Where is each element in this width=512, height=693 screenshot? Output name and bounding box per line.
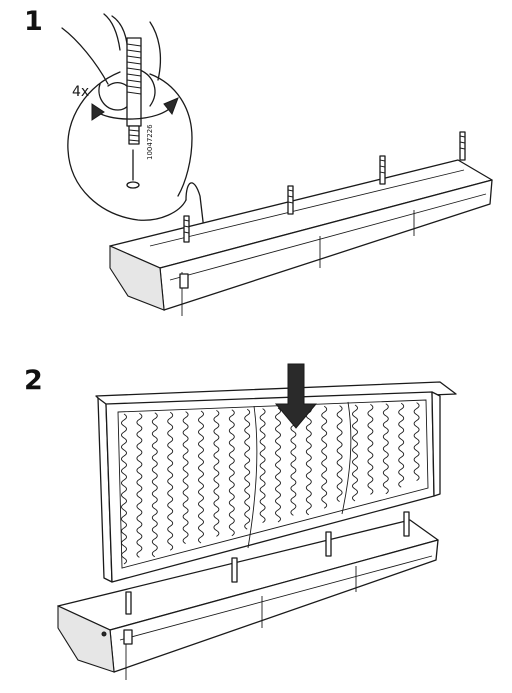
seat-springs	[121, 402, 420, 565]
spring-coil	[275, 407, 281, 523]
spring-coil	[198, 410, 204, 544]
spring-coil	[305, 406, 312, 516]
step-2-illustration	[57, 363, 457, 680]
spring-coil	[136, 413, 143, 558]
spring-coil	[336, 405, 343, 502]
spring-coil	[182, 411, 189, 544]
spring-coil	[167, 411, 174, 551]
sofa-base-frame	[109, 159, 493, 316]
quantity-label: 4x	[72, 84, 89, 100]
sofa-base-frame-2	[57, 519, 439, 680]
spring-coil	[213, 410, 220, 537]
part-number-label: 10047226	[146, 124, 154, 160]
spring-coil	[228, 409, 235, 537]
detail-callout	[67, 71, 205, 231]
step-1-illustration: 4x 10047226	[61, 13, 493, 316]
threaded-bolt	[126, 37, 142, 189]
step-1-number: 1	[24, 6, 43, 37]
spring-coil	[382, 403, 389, 495]
spring-coil	[367, 404, 374, 495]
spring-coil	[321, 405, 328, 509]
spring-coil	[244, 408, 251, 530]
rotate-arrow-icon	[91, 97, 179, 121]
spring-coil	[151, 412, 158, 558]
spring-coil	[259, 408, 266, 523]
spring-coil	[413, 402, 420, 481]
step-2-number: 2	[24, 365, 43, 396]
spring-coil	[121, 413, 127, 565]
spring-coil	[352, 404, 358, 502]
spring-coil	[398, 402, 405, 488]
base-bolts-2	[125, 511, 410, 615]
down-arrow-icon	[274, 363, 318, 429]
base-bolts	[183, 131, 466, 243]
